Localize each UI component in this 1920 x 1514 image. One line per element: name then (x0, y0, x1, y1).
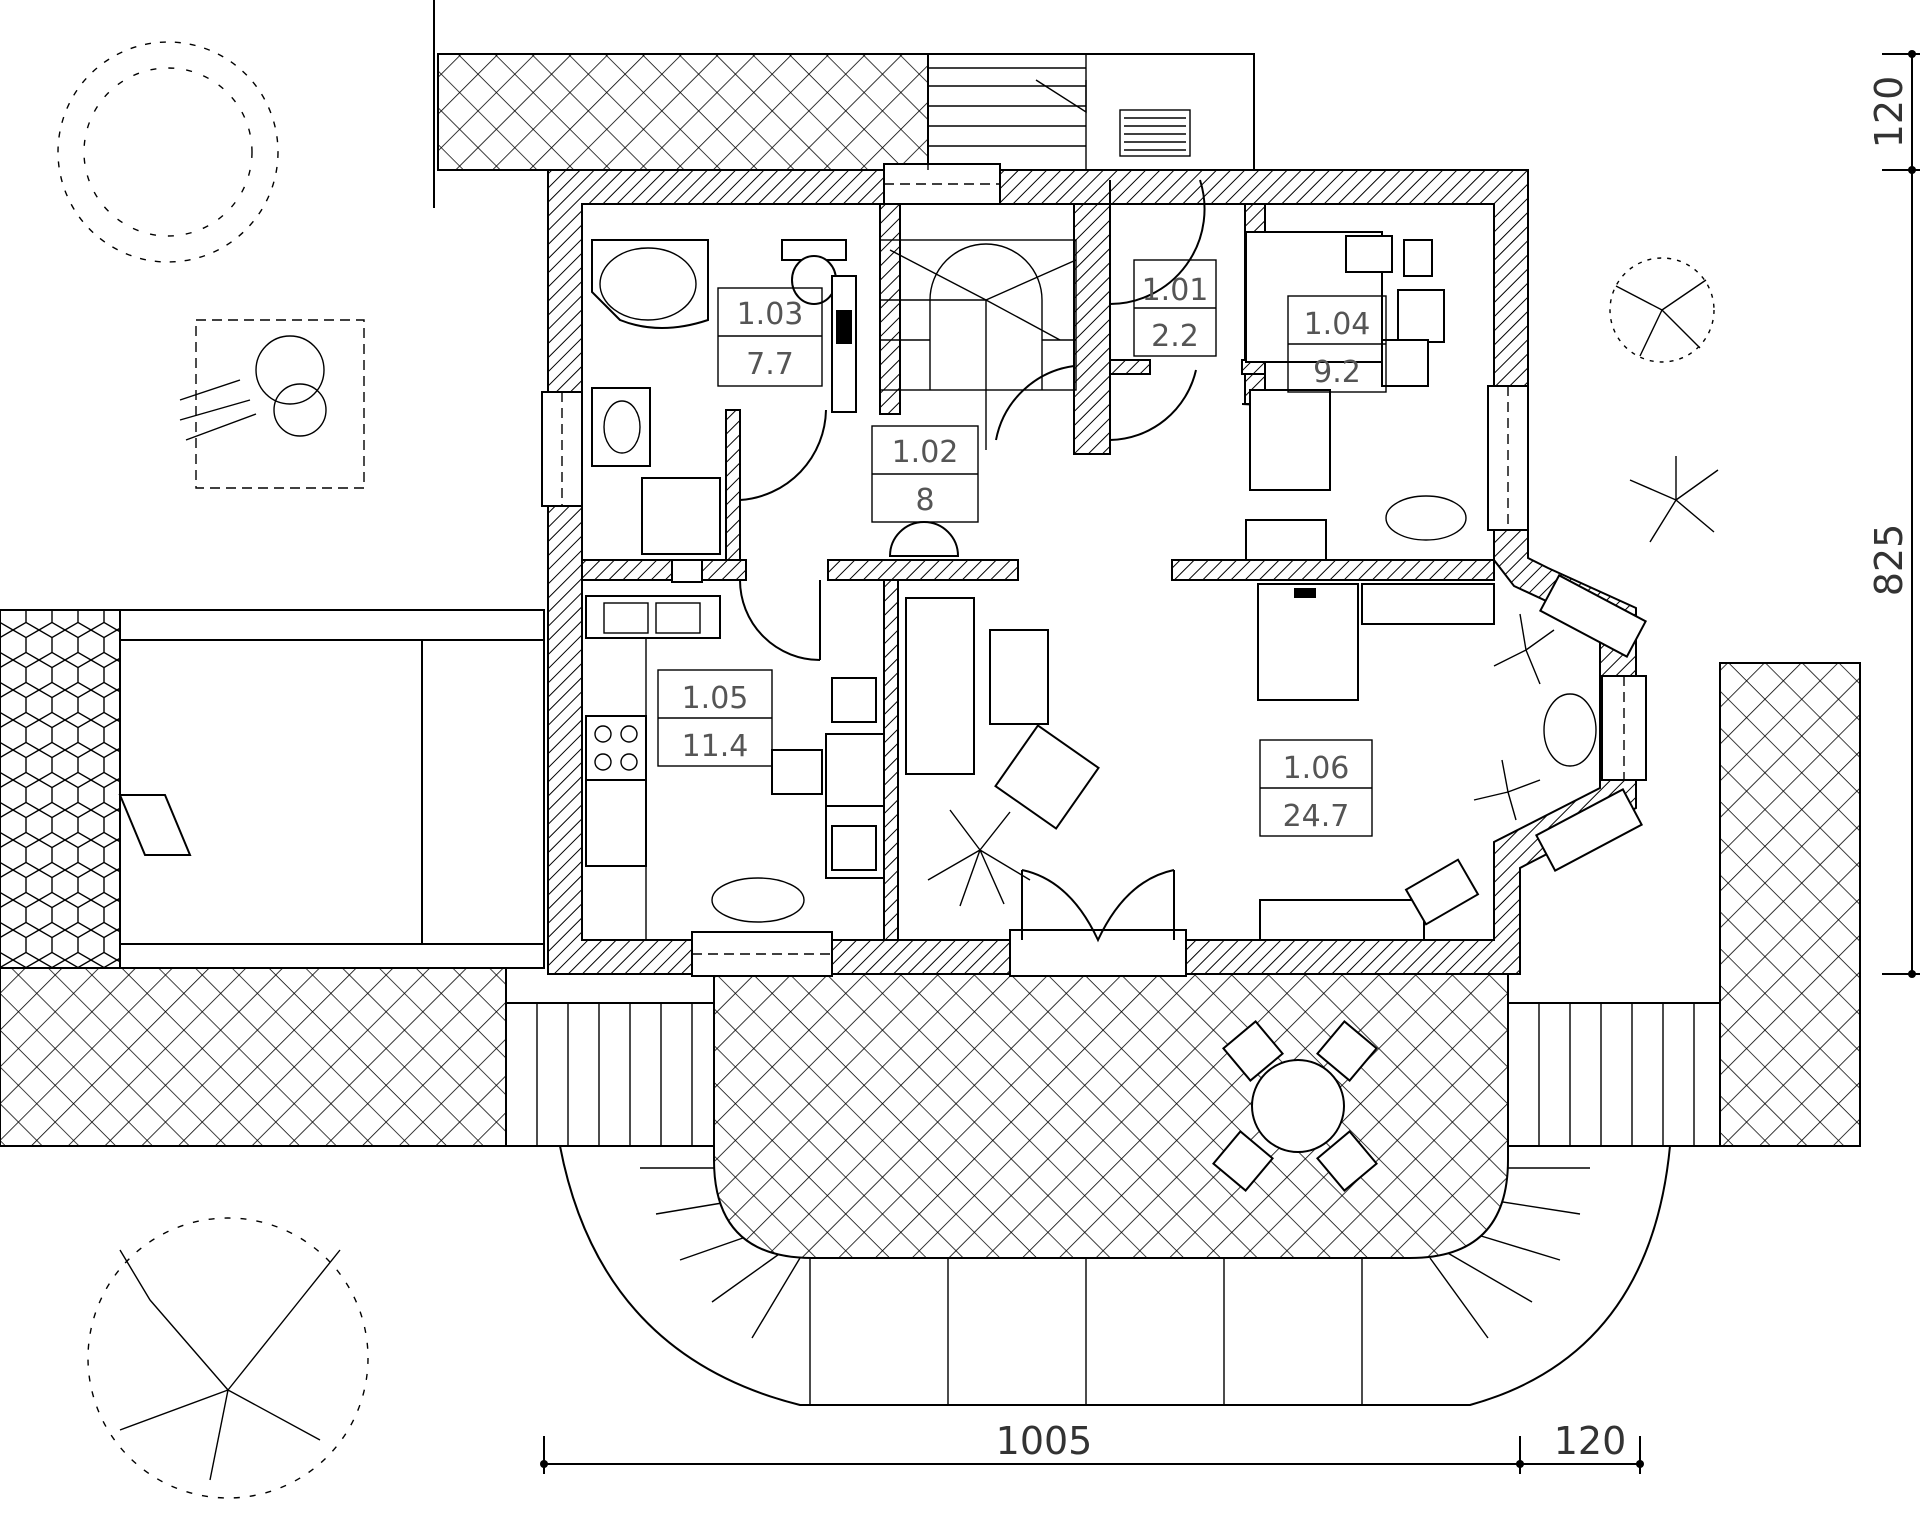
room-area: 7.7 (746, 347, 794, 382)
dimension-label: 825 (1867, 524, 1911, 597)
room-label-1.05: 1.05 11.4 (657, 669, 773, 767)
room-area: 11.4 (682, 729, 749, 764)
tree-right-1 (1609, 257, 1715, 363)
room-id: 1.04 (1304, 307, 1371, 342)
room-label-1.03: 1.03 7.7 (717, 287, 823, 387)
room-id: 1.06 (1283, 751, 1350, 786)
room-id: 1.05 (682, 681, 749, 716)
room-area: 8 (915, 483, 934, 518)
room-id: 1.01 (1142, 273, 1209, 308)
room-label-1.02: 1.02 8 (871, 425, 979, 557)
bathroom-fixtures (591, 239, 857, 583)
dimension-label: 1005 (996, 1419, 1093, 1463)
room-label-1.04: 1.04 9.2 (1287, 295, 1387, 393)
doors (739, 179, 1329, 943)
terrace-dining-set (1212, 1020, 1378, 1192)
room-label-1.06: 1.06 24.7 (1259, 739, 1373, 837)
room-id: 1.02 (892, 435, 959, 470)
kitchen-fixtures (585, 595, 885, 940)
office-furniture (1245, 231, 1445, 561)
room-area: 2.2 (1151, 319, 1199, 354)
shrub-planter (179, 319, 365, 489)
room-label-1.01: 1.01 2.2 (1133, 259, 1217, 357)
indoor-plants (711, 495, 1597, 923)
dimension-right: 120 825 (1867, 50, 1920, 978)
tree-right-2 (1629, 456, 1719, 543)
stairs (879, 54, 1191, 450)
dimension-label: 120 (1867, 76, 1911, 149)
tree-top-left (57, 41, 279, 263)
dimension-label: 120 (1554, 1419, 1627, 1463)
room-id: 1.03 (737, 297, 804, 332)
tree-bottom-left (87, 1217, 369, 1499)
dimension-bottom: 1005 120 (540, 1419, 1644, 1474)
exterior-walls (547, 169, 1637, 975)
living-furniture (905, 583, 1495, 941)
room-area: 24.7 (1283, 799, 1350, 834)
room-area: 9.2 (1313, 355, 1361, 390)
site-paving (0, 0, 1861, 1406)
windows (541, 163, 1648, 977)
